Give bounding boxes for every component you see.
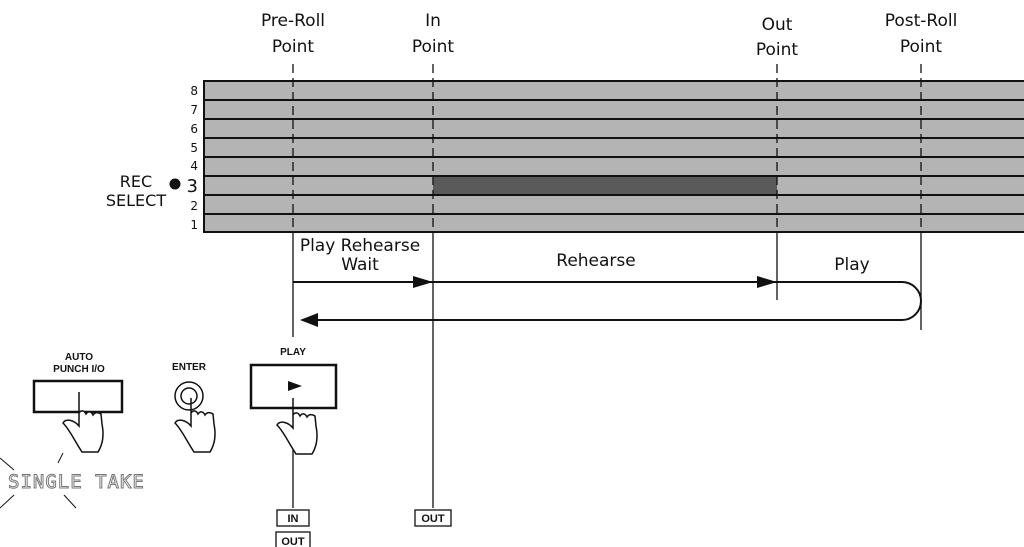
track-number-4: 4 <box>190 159 198 173</box>
single-take-display: SINGLE TAKE <box>0 453 145 508</box>
track-number-2: 2 <box>190 199 198 213</box>
auto-punch-io-control[interactable]: AUTO PUNCH I/O <box>34 352 122 452</box>
arrow-right-icon <box>757 276 777 288</box>
arrow-right-icon <box>413 276 433 288</box>
enter-label: ENTER <box>172 362 207 373</box>
track-number-6: 6 <box>190 122 198 136</box>
enter-control[interactable]: ENTER <box>172 362 215 452</box>
track-number-8: 8 <box>190 84 198 98</box>
transport-flow <box>293 276 921 327</box>
in-indicator-label: IN <box>288 513 299 525</box>
play-control[interactable]: PLAY <box>251 347 336 454</box>
blink-indicator-icon <box>64 495 76 508</box>
track-number-1: 1 <box>190 218 198 232</box>
out-indicator-label: OUT <box>281 536 305 547</box>
single-take-display-text: SINGLE TAKE <box>8 471 145 493</box>
out-point-label-line1: Out <box>762 15 793 35</box>
pre-roll-label-line2: Point <box>272 37 315 57</box>
post-roll-label-line1: Post-Roll <box>885 11 958 31</box>
enter-button-center <box>181 388 197 404</box>
phase-label-play: Play <box>834 255 869 275</box>
rec-select-dot-icon <box>170 179 181 190</box>
phase-label-play-rehearse: Play Rehearse <box>300 236 420 256</box>
in-point-label-line1: In <box>425 11 441 31</box>
out-indicator-in-point: OUT <box>415 510 451 526</box>
in-indicator: IN <box>277 510 309 526</box>
track-number-7: 7 <box>190 103 198 117</box>
rec-select-label-line2: SELECT <box>106 191 166 210</box>
phase-label-rehearse: Rehearse <box>556 251 635 271</box>
auto-punch-io-button[interactable] <box>34 381 122 412</box>
out-point-label-line2: Point <box>756 40 799 60</box>
out-indicator-label: OUT <box>421 513 445 525</box>
arrow-left-icon <box>300 313 318 327</box>
track-number-3-armed: 3 <box>187 176 198 197</box>
in-point-label-line2: Point <box>412 37 455 57</box>
phase-label-wait: Wait <box>341 255 379 275</box>
track-number-5: 5 <box>190 141 198 155</box>
rec-select-label-line1: REC <box>120 172 152 191</box>
auto-punch-label-line1: AUTO <box>65 352 93 363</box>
punch-region-track-3 <box>433 177 777 194</box>
loop-path <box>293 282 921 320</box>
blink-indicator-icon <box>0 495 14 508</box>
blink-indicator-icon <box>0 458 14 470</box>
timeline-guides <box>293 236 921 508</box>
play-label: PLAY <box>280 347 306 358</box>
pre-roll-label-line1: Pre-Roll <box>261 11 325 31</box>
track-grid <box>204 81 1024 232</box>
blink-indicator-icon <box>58 453 63 463</box>
auto-punch-label-line2: PUNCH I/O <box>53 364 105 375</box>
post-roll-label-line2: Point <box>900 37 943 57</box>
out-indicator-under-play: OUT <box>276 532 310 547</box>
